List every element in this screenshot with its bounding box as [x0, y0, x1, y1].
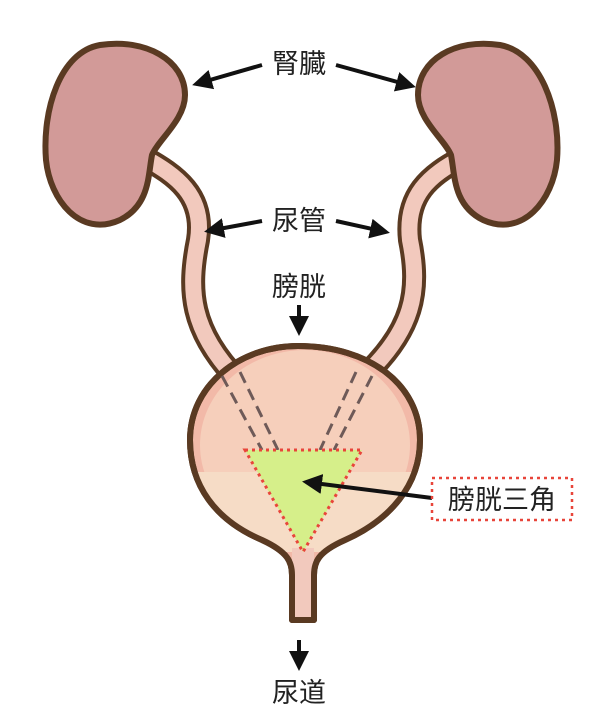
trigone-arrow [302, 474, 433, 500]
ureter-arrows [204, 218, 390, 239]
urethra-label: 尿道 [272, 678, 326, 709]
ureter-label: 尿管 [272, 206, 326, 237]
ureter-intramural-dashes [220, 371, 374, 451]
kidney-label: 腎臓 [272, 49, 326, 80]
bladder-trigone [242, 448, 365, 556]
left-kidney [42, 40, 188, 228]
right-kidney [415, 40, 561, 228]
trigone-label: 膀胱三角 [448, 485, 556, 516]
bladder-label: 膀胱 [272, 272, 326, 303]
trigone-label-box [430, 476, 574, 522]
kidney-arrows [192, 63, 416, 92]
